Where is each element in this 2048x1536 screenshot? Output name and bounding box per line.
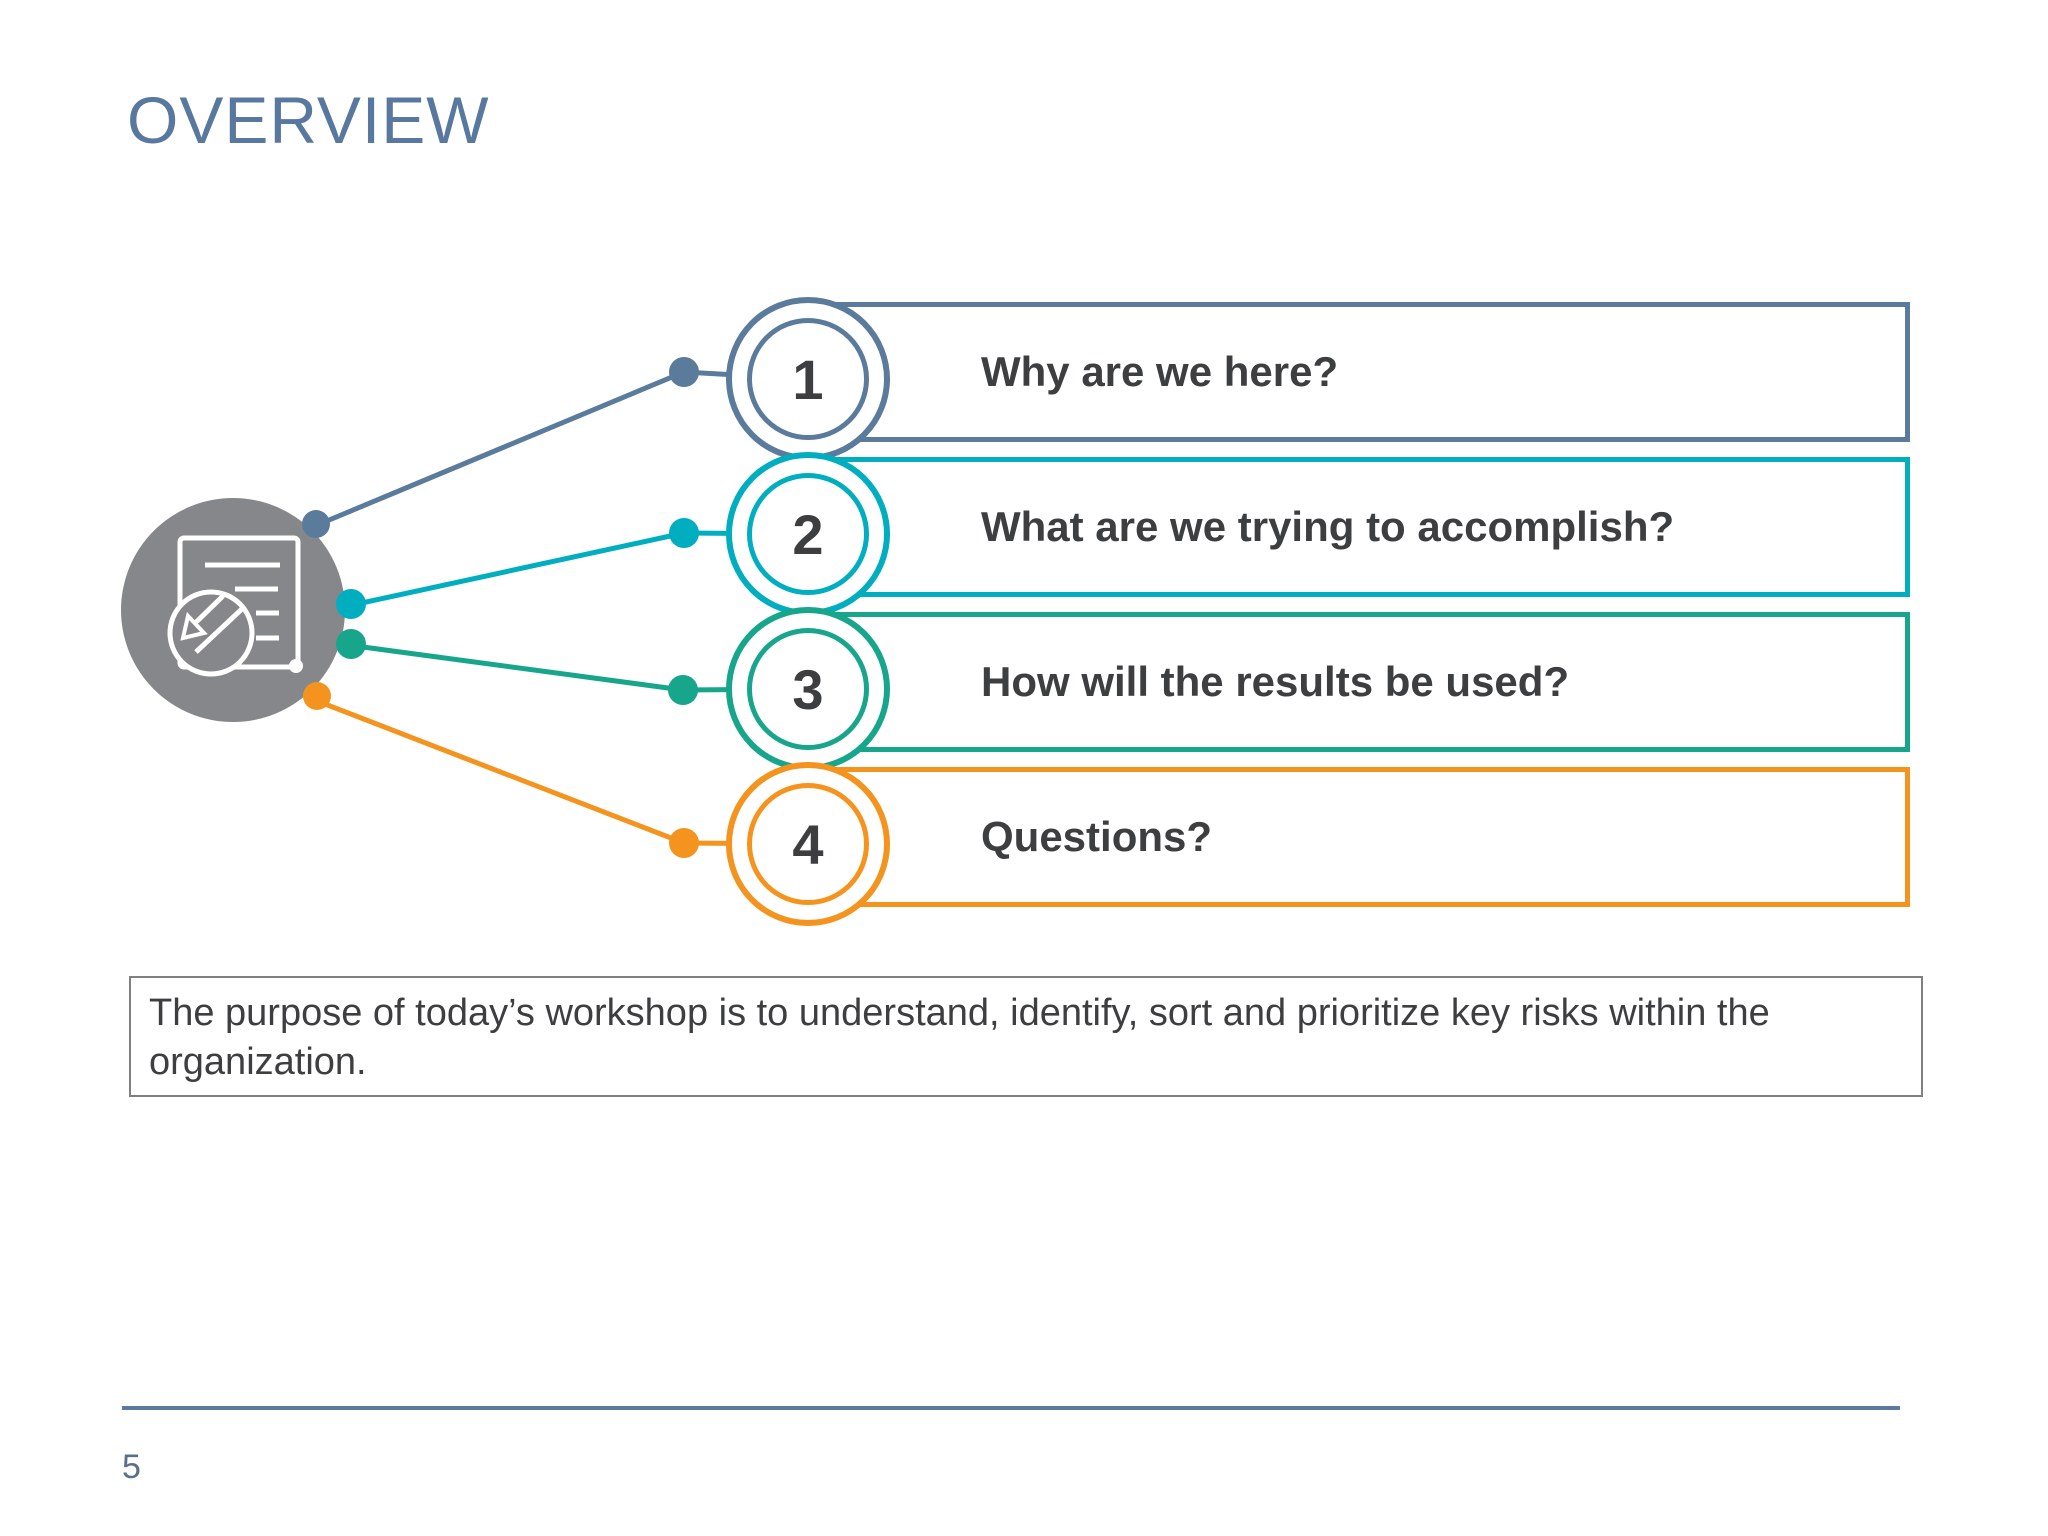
hub-circle: [121, 498, 345, 722]
pie-slice-line: [194, 606, 245, 654]
connector-dot: [668, 675, 698, 705]
document-pie-chart-icon: [167, 535, 303, 677]
footer-divider-line: [122, 1406, 1900, 1410]
pie-chart-outline: [167, 589, 255, 677]
agenda-box-1: Why are we here?: [808, 302, 1910, 442]
document-corner-dot: [289, 659, 303, 673]
hub-anchor-dot: [303, 682, 331, 710]
agenda-number-4: 4: [792, 812, 824, 876]
hub-anchor-dot: [336, 589, 366, 619]
agenda-number-inner-ring-2: 2: [747, 473, 869, 595]
connector-dot: [669, 828, 699, 858]
agenda-number-3: 3: [792, 657, 824, 721]
agenda-number-inner-ring-3: 3: [747, 628, 869, 750]
connector-line: [347, 530, 685, 609]
agenda-number-circle-2: 2: [726, 452, 890, 616]
agenda-number-inner-ring-4: 4: [747, 783, 869, 905]
slide-title: OVERVIEW: [127, 83, 490, 157]
agenda-box-2: What are we trying to accomplish?: [808, 457, 1910, 597]
agenda-box-3: How will the results be used?: [808, 612, 1910, 752]
connector-line: [309, 369, 685, 531]
agenda-number-2: 2: [792, 502, 824, 566]
hub-anchor-dot: [336, 629, 366, 659]
hub-anchor-dot: [302, 510, 330, 538]
connector-line: [347, 642, 684, 693]
agenda-number-circle-4: 4: [726, 762, 890, 926]
connector-dot: [669, 357, 699, 387]
connector-line: [311, 696, 685, 846]
pie-slice-triangle: [180, 611, 208, 641]
agenda-box-4: Questions?: [808, 767, 1910, 907]
agenda-number-inner-ring-1: 1: [747, 318, 869, 440]
agenda-number-1: 1: [792, 347, 824, 411]
agenda-label-1: Why are we here?: [981, 348, 1339, 395]
agenda-label-2: What are we trying to accomplish?: [981, 503, 1675, 550]
connector-dot: [669, 518, 699, 548]
agenda-label-3: How will the results be used?: [981, 658, 1570, 705]
connector-row-1: [302, 357, 809, 538]
agenda-number-circle-3: 3: [726, 607, 890, 771]
page-number: 5: [122, 1448, 141, 1486]
agenda-label-4: Questions?: [981, 813, 1213, 860]
agenda-number-circle-1: 1: [726, 297, 890, 461]
purpose-text-box: The purpose of today’s workshop is to un…: [129, 976, 1923, 1097]
